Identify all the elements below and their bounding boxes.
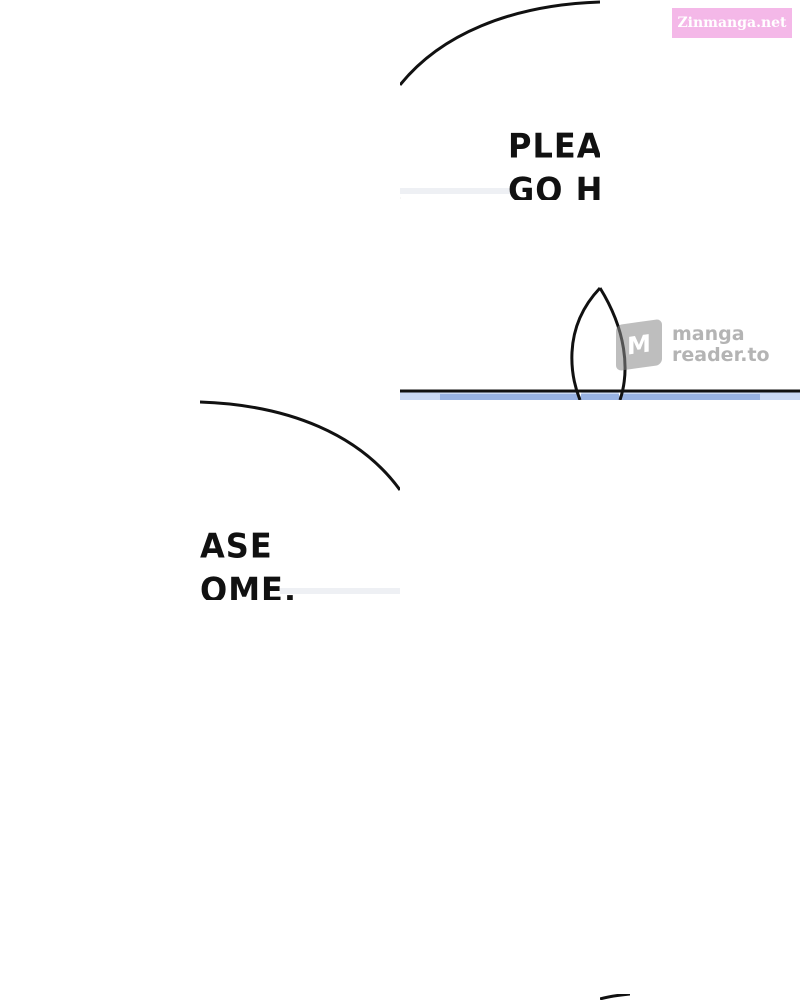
bubble-outline-left: [400, 0, 600, 199]
zinmanga-badge-text: Zinmanga.net: [677, 15, 787, 31]
mangareader-wordmark: manga reader.to: [672, 324, 770, 366]
mangareader-line2: reader.to: [672, 344, 770, 366]
bubble-line1-left: PLEA: [508, 126, 600, 166]
scene-fragment-horizon: [400, 200, 800, 400]
zinmanga-badge: Zinmanga.net: [672, 8, 792, 38]
bubble-line1-right: ASE: [200, 526, 273, 566]
ink-speck: [600, 994, 630, 1000]
bubble-text-right: ASE OME.: [200, 524, 297, 600]
mangareader-logo-letter: M: [627, 329, 651, 361]
bubble-fragment-left: PLEA GO H: [400, 0, 600, 200]
horizon-art: [400, 286, 800, 400]
bubble-line2-left: GO H: [508, 170, 600, 200]
bubble-line2-right: OME.: [200, 570, 298, 600]
mangareader-watermark: M manga reader.to: [616, 318, 770, 372]
mangareader-logo: M: [616, 318, 662, 372]
bubble-text-left: PLEA GO H: [508, 124, 600, 200]
bubble-fragment-right: ASE OME.: [200, 400, 400, 600]
mangareader-line1: manga: [672, 323, 745, 345]
bubble-outline-right: [200, 400, 400, 594]
